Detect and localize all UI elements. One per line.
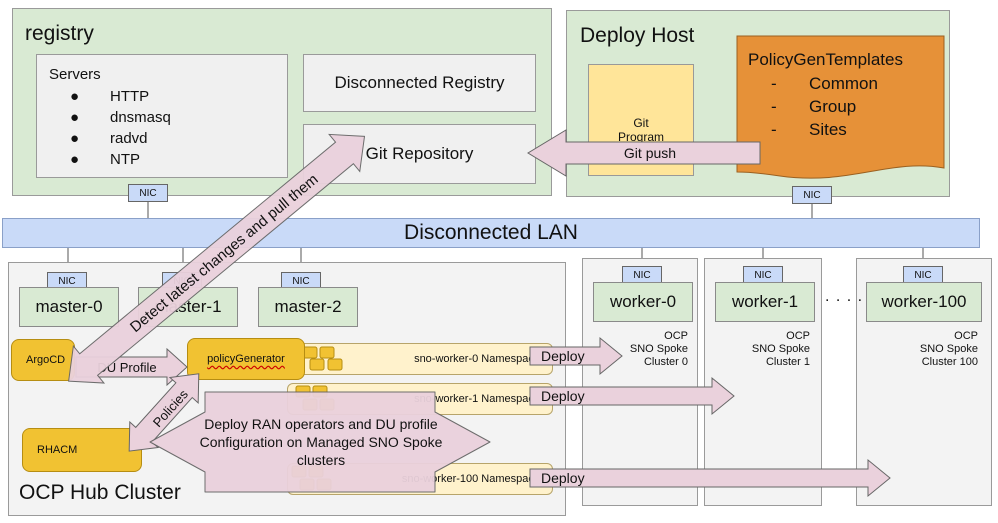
deploy-label-worker-100: Deploy — [541, 470, 585, 486]
disconnected-lan-bar: Disconnected LAN — [2, 218, 980, 248]
worker-0-nic: NIC — [622, 266, 662, 284]
rhacm-box: RHACM — [22, 428, 142, 472]
worker-1-node: worker-1 — [715, 282, 815, 322]
policygen-list: -Common -Group -Sites — [771, 72, 878, 141]
argocd-box: ArgoCD — [11, 339, 75, 381]
server-item: ●HTTP — [70, 88, 150, 105]
deploy-host-title: Deploy Host — [580, 24, 695, 47]
worker-100-node: worker-100 — [866, 282, 982, 322]
deploy-label-worker-0: Deploy — [541, 348, 585, 364]
server-item: ●radvd — [70, 130, 148, 147]
workers-ellipsis: . . . . — [825, 288, 864, 305]
servers-box — [36, 54, 288, 178]
server-item: ●NTP — [70, 151, 140, 168]
policy-generator-label: policyGenerator — [207, 353, 285, 365]
worker-0-node: worker-0 — [593, 282, 693, 322]
policy-generator-box: policyGenerator — [187, 338, 305, 380]
deploy-label-worker-1: Deploy — [541, 388, 585, 404]
servers-list: ●HTTP ●dnsmasq ●radvd ●NTP — [70, 86, 171, 170]
server-item: ●dnsmasq — [70, 109, 171, 126]
registry-title: registry — [25, 22, 94, 45]
master-2-node: master-2 — [258, 287, 358, 327]
master-0-node: master-0 — [19, 287, 119, 327]
policygen-title: PolicyGenTemplates — [748, 50, 903, 69]
servers-label: Servers — [49, 66, 101, 83]
policygen-item: -Group — [771, 97, 857, 116]
deploy-ran-label: Deploy RAN operators and DU profile Conf… — [199, 416, 443, 468]
deploy-host-nic: NIC — [792, 186, 832, 204]
hub-cluster-title: OCP Hub Cluster — [19, 481, 181, 504]
git-repository-label: Git Repository — [365, 144, 474, 163]
git-program-label: Git Program — [617, 116, 664, 144]
git-push-label: Git push — [623, 145, 677, 161]
disconnected-registry-box: Disconnected Registry — [303, 54, 536, 112]
registry-nic: NIC — [128, 184, 168, 202]
policygen-item: -Sites — [771, 120, 847, 139]
policygen-item: -Common — [771, 74, 878, 93]
